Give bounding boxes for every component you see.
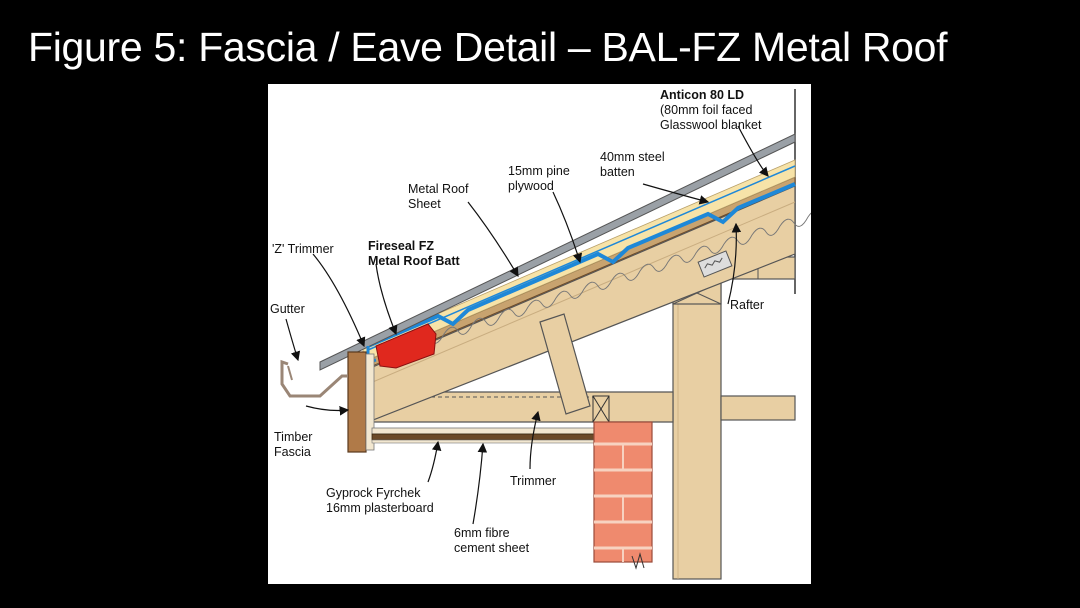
strut	[539, 313, 591, 415]
label-z-trimmer-text: 'Z' Trimmer	[272, 242, 334, 256]
label-trimmer: Trimmer	[510, 474, 556, 489]
label-metal-roof-sheet: Metal Roof Sheet	[408, 182, 468, 212]
label-gutter-text: Gutter	[270, 302, 305, 316]
label-fireseal-line1: Fireseal FZ	[368, 239, 434, 253]
label-anticon-line3: Glasswool blanket	[660, 118, 762, 132]
wall-stud	[672, 283, 722, 580]
nail-plate	[697, 250, 733, 278]
fireseal-batt	[375, 323, 437, 369]
label-gyprock-line2: 16mm plasterboard	[326, 501, 434, 515]
fibre-cement-sheet	[371, 427, 595, 435]
label-z-trimmer: 'Z' Trimmer	[272, 242, 334, 257]
label-metal-roof-sheet-line1: Metal Roof	[408, 182, 469, 196]
label-anticon-line1: Anticon 80 LD	[660, 88, 745, 102]
label-steel-batten-line2: batten	[600, 165, 635, 179]
label-fibre-cement-line2: cement sheet	[454, 541, 530, 555]
label-timber-fascia: Timber Fascia	[274, 430, 312, 460]
label-pine-plywood-line2: plywood	[508, 179, 554, 193]
diagram-drawing	[280, 89, 811, 580]
label-pine-plywood: 15mm pine plywood	[508, 164, 570, 194]
label-anticon: Anticon 80 LD (80mm foil faced Glasswool…	[660, 88, 761, 133]
label-steel-batten-line1: 40mm steel	[600, 150, 665, 164]
steel-batten-foil	[367, 182, 796, 348]
label-fireseal-line2: Metal Roof Batt	[368, 254, 460, 268]
page-title: Figure 5: Fascia / Eave Detail – BAL-FZ …	[28, 24, 948, 70]
label-trimmer-text: Trimmer	[510, 474, 557, 488]
timber-fascia	[347, 351, 367, 453]
label-timber-fascia-line2: Fascia	[274, 445, 311, 459]
label-pine-plywood-line1: 15mm pine	[508, 164, 570, 178]
label-rafter-text: Rafter	[730, 298, 765, 312]
label-fibre-cement-line1: 6mm fibre	[454, 526, 510, 540]
label-gyprock: Gyprock Fyrchek 16mm plasterboard	[326, 486, 434, 516]
label-rafter: Rafter	[730, 298, 764, 313]
plasterboard	[371, 433, 595, 441]
gutter	[280, 359, 348, 398]
brick-wall	[593, 421, 653, 570]
label-gyprock-line1: Gyprock Fyrchek	[326, 486, 421, 500]
label-fireseal: Fireseal FZ Metal Roof Batt	[368, 239, 460, 269]
label-gutter: Gutter	[270, 302, 305, 317]
label-timber-fascia-line1: Timber	[274, 430, 313, 444]
label-metal-roof-sheet-line2: Sheet	[408, 197, 441, 211]
label-steel-batten: 40mm steel batten	[600, 150, 665, 180]
eave-detail-diagram: Anticon 80 LD (80mm foil faced Glasswool…	[268, 84, 811, 584]
label-anticon-line2: (80mm foil faced	[660, 103, 753, 117]
label-fibre-cement: 6mm fibre cement sheet	[454, 526, 529, 556]
